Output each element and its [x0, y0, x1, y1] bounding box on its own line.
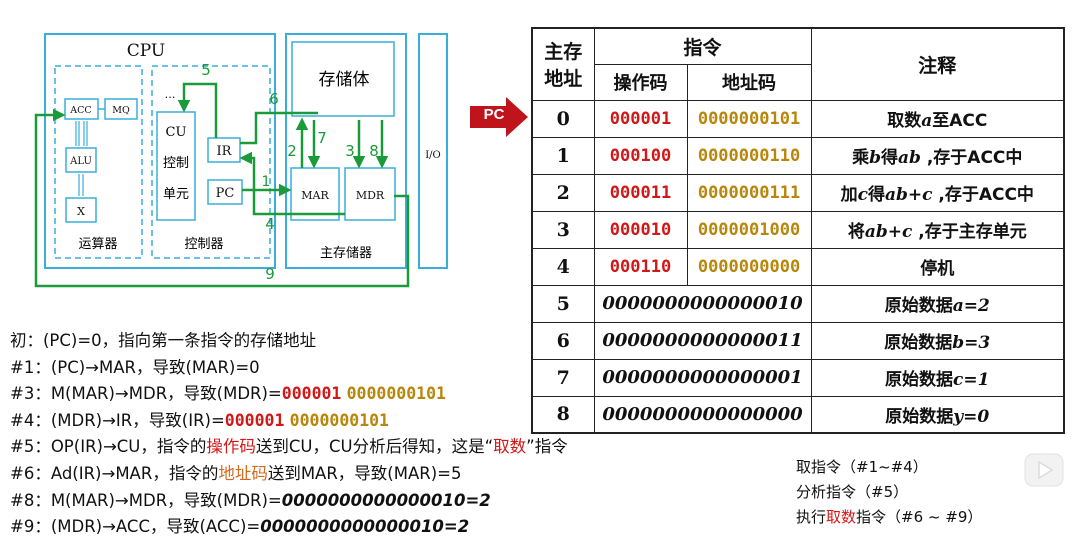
header-address: 主存地址 [531, 27, 595, 101]
step-6: #6：Ad(IR)→MAR，指令的地址码送到MAR，导致(MAR)=5 [10, 463, 462, 483]
step-num-1: 1 [262, 174, 271, 190]
table-row: 4 000110 0000000000 停机 [531, 247, 1065, 286]
step-num-8: 8 [369, 142, 379, 160]
main-memory-label: 主存储器 [320, 246, 372, 261]
table-row: 1 000100 0000000110 乘b得ab ,存于ACC中 [531, 136, 1065, 175]
step-num-4: 4 [265, 215, 275, 233]
summary-analyze: 分析指令（#5） [796, 483, 909, 501]
step-9: #9：(MDR)→ACC，导致(ACC)=0000000000000010=2 [10, 517, 470, 537]
cu-label-2: 控制 [163, 156, 189, 171]
io-box [418, 33, 448, 269]
mar-label: MAR [301, 189, 329, 202]
step-init: 初：(PC)=0，指向第一条指令的存储地址 [10, 331, 317, 350]
execution-steps: 初：(PC)=0，指向第一条指令的存储地址 #1：(PC)→MAR，导致(MAR… [10, 328, 810, 541]
alu-label: ALU [69, 156, 92, 167]
step-num-9: 9 [265, 265, 275, 283]
cu-label-3: 单元 [163, 187, 189, 202]
path-4 [239, 151, 345, 216]
cu-label-1: CU [166, 125, 187, 140]
phase-summary: 取指令（#1~#4） 分析指令（#5） 执行取数指令（#6 ~ #9） [796, 455, 982, 530]
table-row: 8 0000000000000000 原始数据y=0 [531, 395, 1065, 434]
step-1: #1：(PC)→MAR，导致(MAR)=0 [10, 357, 260, 377]
x-register [65, 197, 97, 223]
step-num-3: 3 [345, 142, 355, 160]
pc-register [207, 179, 243, 205]
summary-fetch: 取指令（#1~#4） [796, 458, 928, 476]
cpu-memory-diagram: CPU 运算器 ACC MQ ALU X 控制器 … CU 控制 单元 IR P… [34, 33, 448, 288]
pc-label: PC [216, 186, 235, 201]
alu-box [65, 147, 97, 173]
table-row: 2 000011 0000000111 加c得ab+c ,存于ACC中 [531, 173, 1065, 212]
path-5 [177, 82, 218, 138]
acc-label: ACC [69, 105, 91, 116]
pc-pointer-label: PC [483, 106, 505, 123]
step-3: #3：M(MAR)→MDR，导致(MDR)=000001 0000000101 [10, 384, 446, 404]
x-label: X [77, 205, 85, 218]
step-5: #5：OP(IR)→CU，指令的操作码送到CU，CU分析后得知，这是“取数”指令 [10, 437, 568, 457]
header-opcode: 操作码 [593, 63, 688, 101]
pc-pointer-arrow [470, 97, 528, 137]
play-icon[interactable] [1022, 448, 1066, 492]
controller-label: 控制器 [184, 237, 223, 252]
controller-box [151, 65, 271, 259]
cu-box [156, 111, 196, 221]
controller-dots: … [165, 88, 176, 101]
step-num-7: 7 [317, 129, 327, 147]
step-num-2: 2 [287, 142, 297, 160]
storage-body-label: 存储体 [319, 70, 370, 90]
alu-unit-label: 运算器 [78, 237, 117, 252]
table-row: 0 000001 0000000101 取数a至ACC [531, 99, 1065, 138]
ir-register [207, 137, 241, 163]
path-6 [240, 111, 318, 145]
table-row: 3 000010 0000001000 将ab+c ,存于主存单元 [531, 210, 1065, 249]
ir-label: IR [217, 144, 233, 159]
header-addrcode: 地址码 [686, 63, 812, 101]
mdr-register [344, 167, 396, 221]
header-comment: 注释 [810, 27, 1065, 101]
header-instruction: 指令 [593, 27, 812, 65]
storage-body-box [291, 41, 395, 117]
table-row: 5 0000000000000010 原始数据a=2 [531, 284, 1065, 323]
step-num-6: 6 [269, 90, 279, 108]
summary-execute: 执行取数指令（#6 ~ #9） [796, 508, 983, 526]
step-8: #8：M(MAR)→MDR，导致(MDR)=0000000000000010=2 [10, 490, 491, 510]
program-memory-table: 主存地址 指令 注释 操作码 地址码 0 000001 0000000101 取… [531, 27, 1066, 434]
main-memory-box [285, 33, 407, 269]
step-num-5: 5 [201, 61, 211, 79]
mq-label: MQ [112, 105, 130, 116]
cpu-label: CPU [127, 41, 165, 61]
path-9 [34, 108, 410, 288]
cpu-box [44, 33, 276, 269]
mdr-label: MDR [356, 189, 385, 202]
io-label: I/O [425, 150, 441, 161]
step-4: #4：(MDR)→IR，导致(IR)=000001 0000000101 [10, 410, 389, 430]
alu-unit-box [54, 65, 143, 259]
